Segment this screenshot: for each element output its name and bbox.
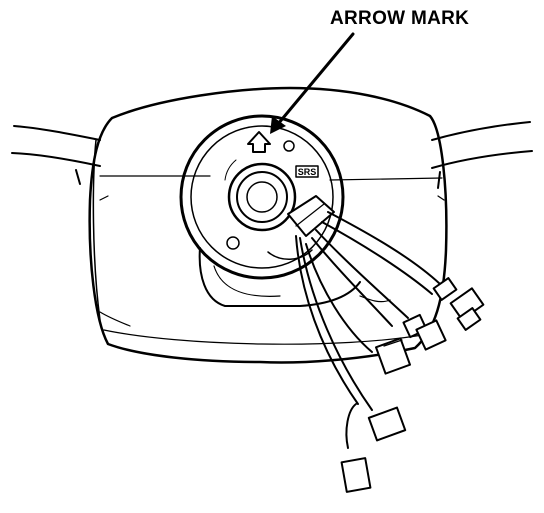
cable-reel [179,114,345,280]
locating-hole-left [226,236,240,250]
connector-right-top [432,277,485,331]
srs-badge: SRS [295,165,319,178]
left-switch-stalk [11,125,101,185]
arrow-mark-icon [247,131,271,153]
wire-bundle [295,211,441,411]
arrow-mark-callout-label: ARROW MARK [330,8,470,29]
leader-arrow [270,32,355,134]
right-switch-stalk [431,121,533,189]
reel-connector-block [267,195,335,260]
column-housing [88,86,448,364]
lower-cover [198,247,361,307]
connector-lower [374,337,412,375]
connector-middle [402,313,447,351]
connector-bottom [340,403,407,493]
locating-hole-top [283,140,295,152]
srs-badge-label: SRS [298,167,317,177]
